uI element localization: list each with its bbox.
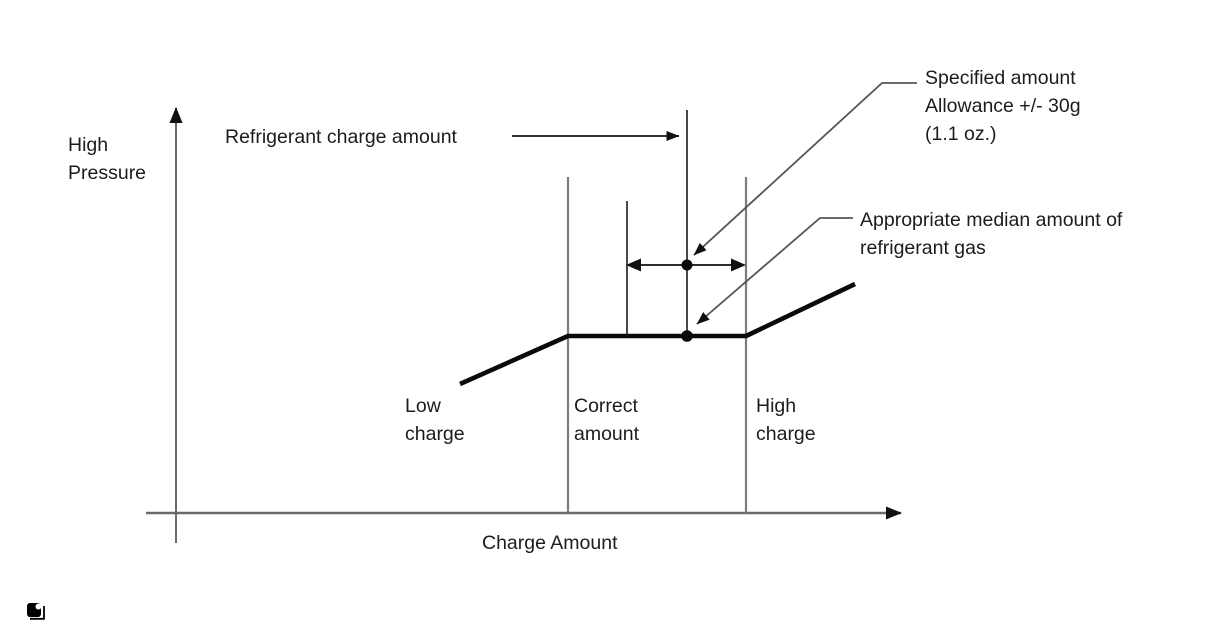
median-amount-leader-line	[696, 217, 853, 325]
specified-amount-label-line-1: Specified amount	[925, 67, 1076, 89]
median-amount-label-line-2: refrigerant gas	[860, 237, 986, 259]
y-axis-label-line-2: Pressure	[68, 162, 146, 184]
tolerance-arrow-right-head-icon	[731, 258, 746, 272]
specified-amount-dot	[681, 259, 693, 271]
zone-label-high-line-2: charge	[756, 423, 816, 445]
refrigerant-charge-label: Refrigerant charge amount	[225, 126, 458, 148]
zone-label-high-line-1: High	[756, 395, 796, 417]
median-amount-label-line-1: Appropriate median amount of	[860, 209, 1123, 231]
x-axis-label: Charge Amount	[482, 532, 618, 554]
specified-amount-label-line-2: Allowance +/- 30g	[925, 95, 1081, 117]
median-amount-dot	[681, 330, 693, 342]
zone-label-low-line-1: Low	[405, 395, 442, 417]
tolerance-arrow-left-head-icon	[626, 258, 641, 272]
zone-label-correct-line-2: amount	[574, 423, 640, 445]
specified-amount-label-line-3: (1.1 oz.)	[925, 123, 997, 145]
zone-label-correct-line-1: Correct	[574, 395, 639, 417]
pressure-curve	[459, 281, 856, 387]
figure-marker-icon	[27, 603, 45, 620]
y-axis-label-line-1: High	[68, 134, 108, 156]
specified-amount-leader-line	[693, 82, 917, 256]
zone-label-low-line-2: charge	[405, 423, 465, 445]
